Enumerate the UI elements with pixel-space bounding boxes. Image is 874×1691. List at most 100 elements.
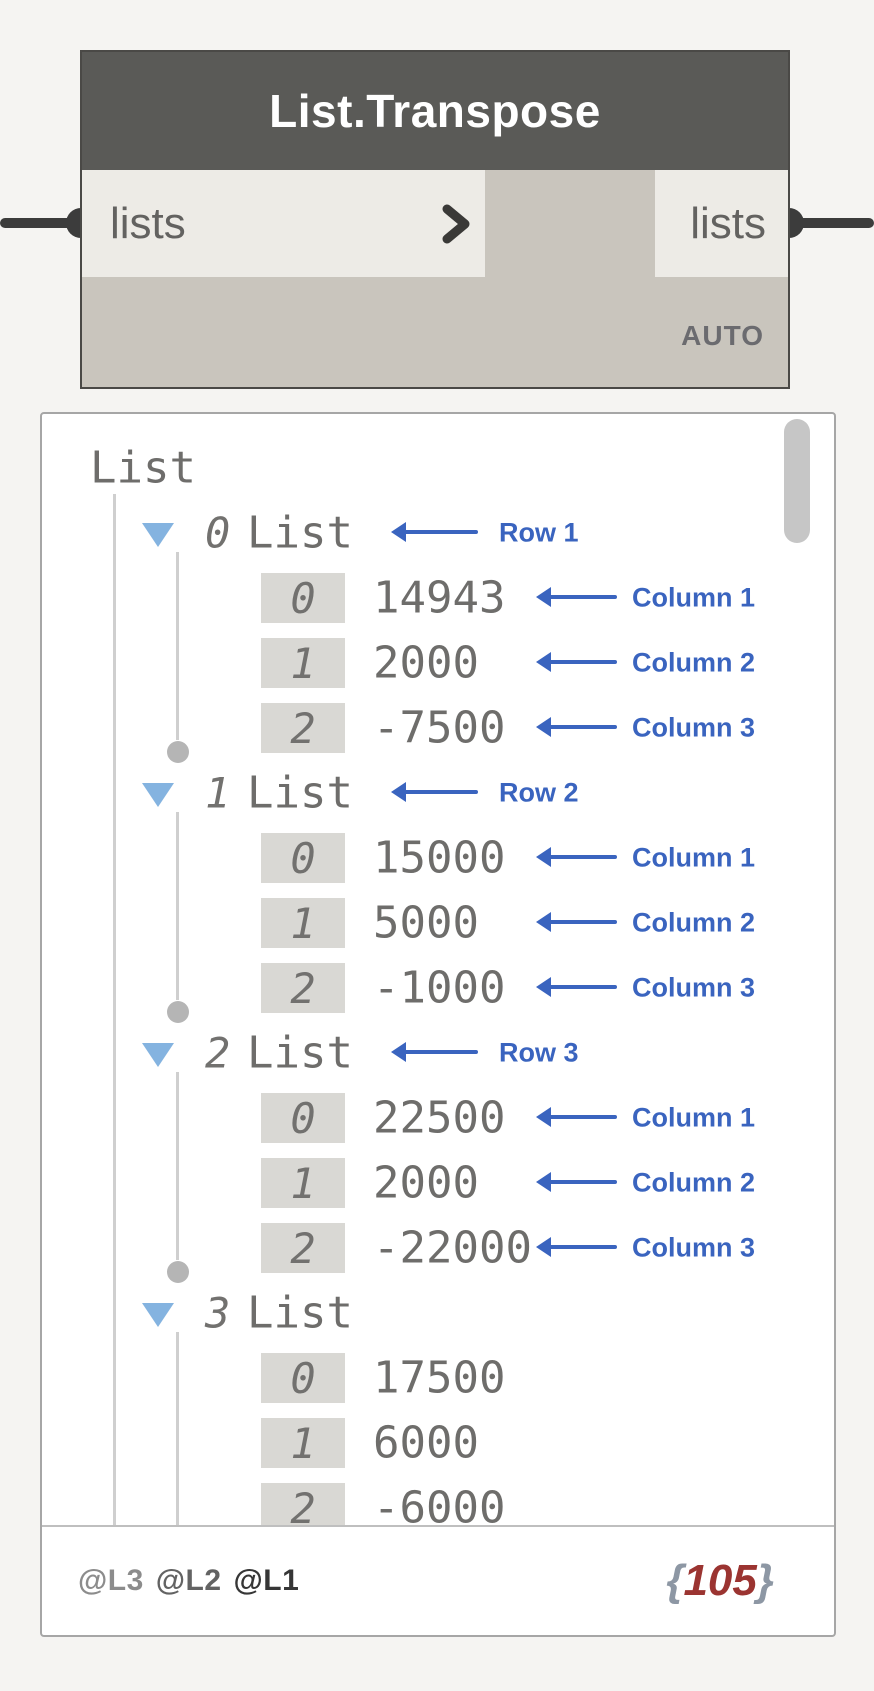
node-header[interactable]: List.Transpose [82, 52, 788, 170]
group-index: 0 [205, 508, 231, 557]
index-badge-label: 0 [290, 1093, 316, 1143]
level-token: @L3 [78, 1564, 144, 1597]
list-item-row: 2 -22000 Column 3 [42, 1215, 834, 1280]
count-value: 105 [683, 1556, 757, 1605]
output-port-lists[interactable]: lists [655, 170, 788, 277]
index-badge: 1 [261, 898, 345, 948]
list-transpose-node[interactable]: List.Transpose lists lists AUTO [80, 50, 790, 389]
output-wire[interactable] [788, 218, 874, 228]
list-item-row: 2 -7500 Column 3 [42, 695, 834, 760]
group-list-label: List [247, 1287, 353, 1338]
collapse-triangle-icon[interactable] [142, 523, 174, 547]
input-wire[interactable] [0, 218, 82, 228]
output-port-label: lists [690, 198, 766, 248]
index-badge-label: 0 [290, 1353, 316, 1403]
group-index: 2 [205, 1028, 231, 1077]
index-badge-label: 2 [290, 1223, 316, 1273]
annotation-label: Column 1 [632, 582, 756, 612]
item-count-badge: {105} [666, 1556, 774, 1606]
annotation-label: Row 1 [499, 517, 579, 547]
annotation-label: Column 2 [632, 907, 756, 937]
preview-footer: @L3@L2@L1 {105} [42, 1525, 834, 1635]
group-list-label: List [247, 1027, 353, 1078]
annotation-arrow-icon [536, 1172, 617, 1192]
annotation-arrow-icon [536, 847, 617, 867]
levels-indicator[interactable]: @L3@L2@L1 [78, 1564, 311, 1598]
list-group-row: 0 List Row 1 [42, 500, 834, 565]
item-value: -7500 [373, 702, 506, 753]
item-value: -22000 [373, 1222, 532, 1273]
group-list-label: List [247, 507, 353, 558]
input-port-lists[interactable]: lists [82, 170, 485, 277]
index-badge-label: 1 [290, 638, 316, 688]
index-badge: 0 [261, 1353, 345, 1403]
index-badge: 1 [261, 1158, 345, 1208]
index-badge: 0 [261, 1093, 345, 1143]
item-value: 22500 [373, 1092, 506, 1143]
index-badge-label: 2 [290, 703, 316, 753]
node-body: lists lists [82, 170, 788, 277]
group-index: 1 [205, 768, 231, 817]
group-index: 3 [205, 1288, 231, 1337]
annotation-arrow-icon [536, 1107, 617, 1127]
list-group-row: 2 List Row 3 [42, 1020, 834, 1085]
list-item-row: 0 15000 Column 1 [42, 825, 834, 890]
annotation-label: Column 3 [632, 712, 756, 742]
annotation-label: Row 3 [499, 1037, 579, 1067]
annotation-arrow-icon [536, 912, 617, 932]
index-badge-label: 0 [290, 833, 316, 883]
level-token: @L1 [233, 1564, 300, 1597]
annotation-label: Column 2 [632, 647, 756, 677]
annotation-arrow-icon [536, 977, 617, 997]
annotation-label: Column 3 [632, 1232, 756, 1262]
group-end-dot-icon [167, 741, 189, 763]
item-value: 2000 [373, 637, 479, 688]
index-badge-label: 1 [290, 898, 316, 948]
item-value: 17500 [373, 1352, 506, 1403]
collapse-triangle-icon[interactable] [142, 1043, 174, 1067]
annotation-label: Row 2 [499, 777, 579, 807]
annotation-arrow-icon [536, 587, 617, 607]
list-item-row: 2 -6000 [42, 1475, 834, 1525]
annotation-label: Column 1 [632, 842, 756, 872]
node-title: List.Transpose [269, 85, 601, 137]
collapse-triangle-icon[interactable] [142, 1303, 174, 1327]
list-item-row: 0 17500 [42, 1345, 834, 1410]
annotation-arrow-icon [391, 1042, 478, 1062]
index-badge: 2 [261, 963, 345, 1013]
group-list-label: List [247, 767, 353, 818]
index-badge-label: 1 [290, 1418, 316, 1468]
item-value: 2000 [373, 1157, 479, 1208]
scrollbar-thumb[interactable] [784, 419, 810, 543]
index-badge: 1 [261, 638, 345, 688]
lacing-auto-label: AUTO [681, 320, 764, 351]
collapse-triangle-icon[interactable] [142, 783, 174, 807]
index-badge: 2 [261, 703, 345, 753]
index-badge-label: 2 [290, 1483, 316, 1526]
item-value: -6000 [373, 1482, 506, 1525]
tree-root-line [113, 494, 116, 1525]
list-group: 2 List Row 3 0 22500 Column 1 1 2000 Column 2 2 -2… [42, 1020, 834, 1283]
root-list-label: List [90, 442, 196, 493]
item-value: 15000 [373, 832, 506, 883]
group-tree-line [176, 1072, 179, 1260]
chevron-right-icon[interactable] [441, 204, 471, 244]
group-end-dot-icon [167, 1001, 189, 1023]
index-badge: 2 [261, 1483, 345, 1525]
annotation-label: Column 2 [632, 1167, 756, 1197]
index-badge: 0 [261, 573, 345, 623]
group-end-dot-icon [167, 1261, 189, 1283]
annotation-arrow-icon [536, 652, 617, 672]
index-badge-label: 2 [290, 963, 316, 1013]
group-tree-line [176, 552, 179, 740]
annotation-label: Column 1 [632, 1102, 756, 1132]
